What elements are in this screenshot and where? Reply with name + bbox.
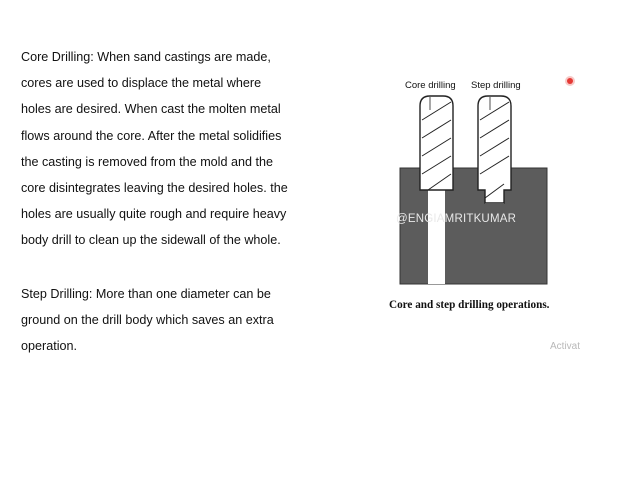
figure-caption: Core and step drilling operations.	[389, 299, 550, 311]
core-hole	[428, 168, 445, 284]
text-line: cores are used to displace the metal whe…	[21, 76, 262, 91]
core-drilling-label: Core drilling	[405, 80, 456, 91]
core-drill-bit	[419, 95, 454, 191]
text-content: Core Drilling: When sand castings are ma…	[21, 47, 351, 362]
recording-indicator-icon	[567, 78, 573, 84]
text-line: ground on the drill body which saves an …	[21, 312, 274, 327]
channel-watermark: @ENGIAMRITKUMAR	[396, 213, 517, 225]
text-line: holes are desired. When cast the molten …	[21, 102, 281, 117]
drilling-figure: Core drilling Step drilling @ENGIAMRITKU…	[372, 70, 582, 320]
text-line: flows around the core. After the metal s…	[21, 128, 282, 143]
text-line: Core Drilling: When sand castings are ma…	[21, 50, 271, 64]
drilling-illustration	[399, 95, 548, 285]
core-drilling-paragraph: Core Drilling: When sand castings are ma…	[21, 47, 351, 257]
text-line: Step Drilling: More than one diameter ca…	[21, 286, 271, 301]
activate-windows-watermark: Activat	[550, 341, 581, 352]
step-drilling-paragraph: Step Drilling: More than one diameter ca…	[21, 284, 351, 363]
text-line: core disintegrates leaving the desired h…	[21, 180, 288, 195]
text-line: the casting is removed from the mold and…	[21, 154, 274, 169]
text-line: body drill to clean up the sidewall of t…	[21, 233, 281, 248]
text-line: operation.	[21, 338, 78, 353]
step-drill-bit	[477, 95, 512, 204]
text-line: holes are usually quite rough and requir…	[21, 207, 287, 222]
step-drilling-label: Step drilling	[471, 80, 521, 91]
